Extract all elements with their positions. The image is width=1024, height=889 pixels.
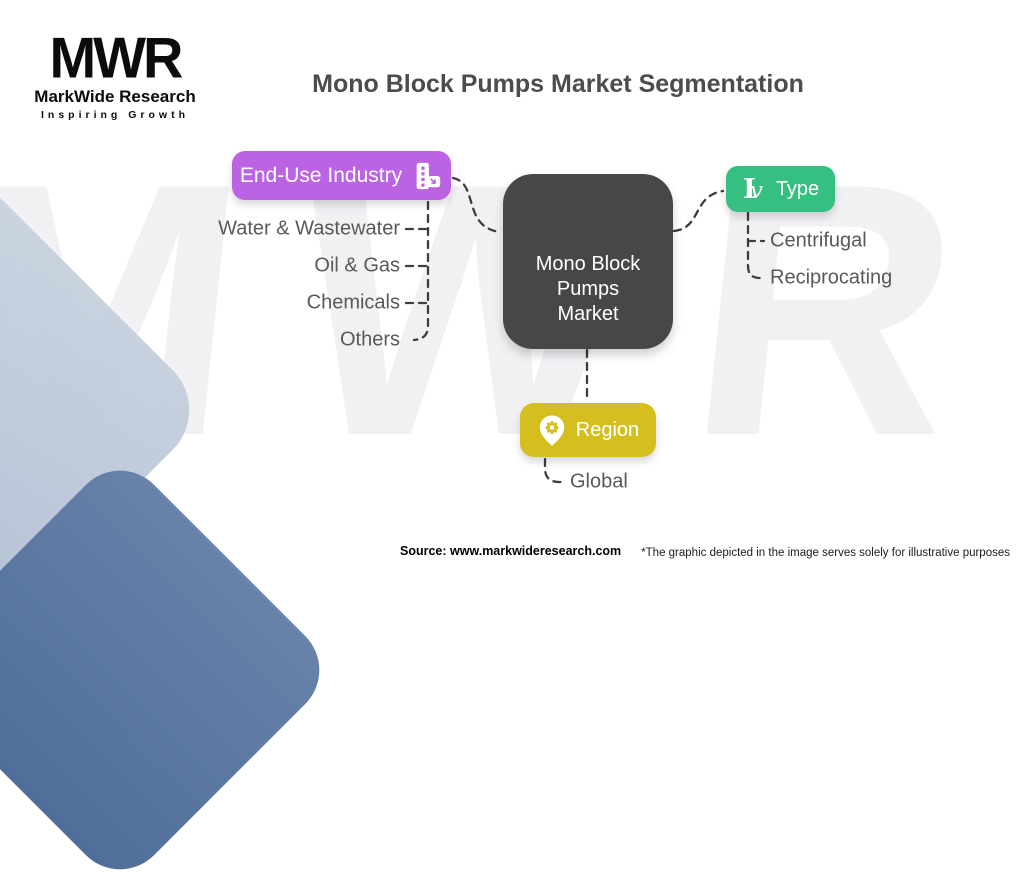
- leaf-others: Others: [339, 328, 400, 351]
- typography-icon: I v: [742, 174, 768, 204]
- logo-tagline: Inspiring Growth: [41, 109, 189, 121]
- svg-text:I: I: [743, 174, 756, 204]
- svg-text:v: v: [750, 178, 763, 204]
- logo-name: MarkWide Research: [34, 87, 196, 106]
- leaf-water-wastewater: Water & Wastewater: [218, 217, 400, 240]
- center-node-line: Pumps: [556, 278, 620, 300]
- leaf-reciprocating: Reciprocating: [770, 266, 893, 289]
- brand-logo: MWR MarkWide Research Inspiring Growth: [30, 25, 200, 121]
- disclaimer-text: *The graphic depicted in the image serve…: [641, 547, 1010, 559]
- center-node-mono-block-pumps-market: Mono Block Pumps Market: [503, 174, 673, 349]
- branch-label: Type: [775, 177, 820, 200]
- leaf-oil-gas: Oil & Gas: [314, 254, 400, 277]
- source-text: Source: www.markwideresearch.com: [400, 544, 622, 558]
- branch-node-region: Region: [520, 403, 656, 457]
- map-pin-icon: [537, 414, 567, 447]
- branch-label: Region: [575, 418, 640, 441]
- center-node-line: Market: [557, 303, 619, 325]
- leaf-global: Global: [570, 470, 628, 493]
- factory-icon: [411, 160, 443, 192]
- branch-node-type: I v Type: [726, 166, 835, 212]
- leaf-centrifugal: Centrifugal: [770, 229, 867, 252]
- page-title: Mono Block Pumps Market Segmentation: [312, 70, 804, 98]
- leaf-chemicals: Chemicals: [306, 291, 400, 314]
- center-node-line: Mono Block: [535, 253, 641, 275]
- branch-node-end-use-industry: End-Use Industry: [232, 151, 451, 200]
- branch-label: End-Use Industry: [239, 163, 403, 187]
- logo-acronym: MWR: [49, 25, 184, 90]
